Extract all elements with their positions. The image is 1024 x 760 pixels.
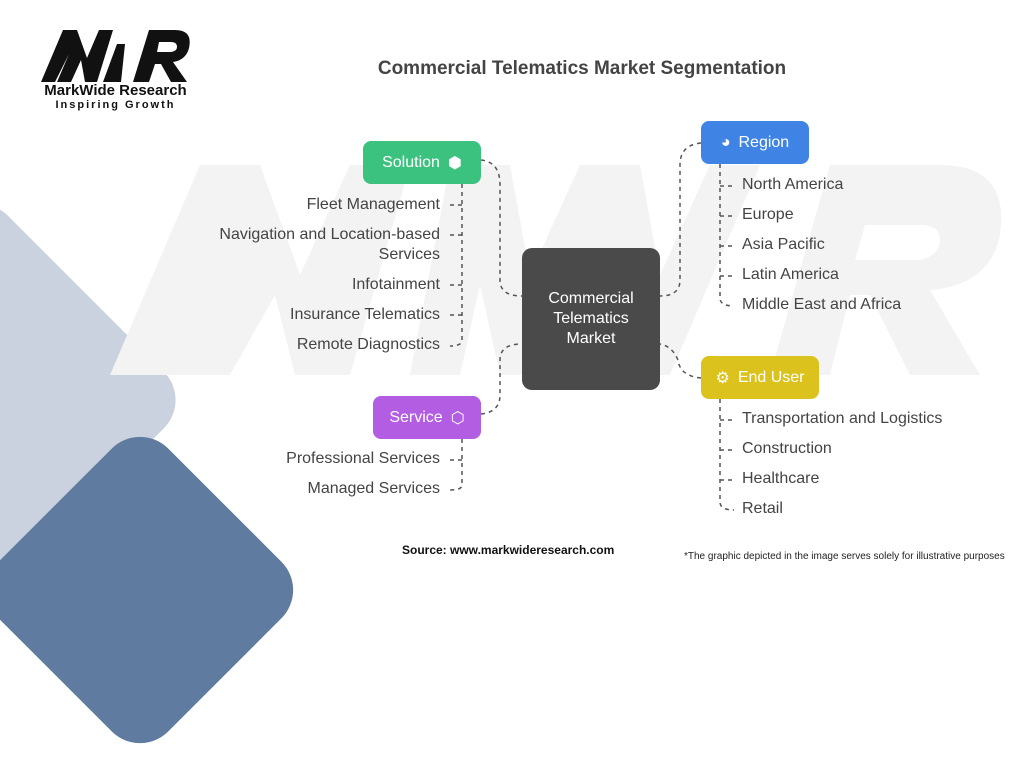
logo-name: MarkWide Research bbox=[44, 82, 187, 99]
logo-mark-graphic bbox=[40, 30, 190, 82]
solution-label: Solution bbox=[382, 153, 440, 171]
region-node: ◕ Region bbox=[701, 121, 809, 164]
box-signal-icon: ⬢ bbox=[447, 154, 462, 172]
solution-node: Solution ⬢ bbox=[363, 141, 481, 184]
enduser-item: Construction bbox=[742, 440, 832, 457]
enduser-node: ⚙ End User bbox=[701, 356, 819, 399]
region-item: Europe bbox=[742, 206, 794, 223]
enduser-item: Retail bbox=[742, 500, 783, 517]
solution-item: Navigation and Location-based Services bbox=[219, 226, 440, 263]
region-item: Asia Pacific bbox=[742, 236, 825, 253]
logo: MarkWide Research Inspiring Growth bbox=[38, 30, 193, 111]
enduser-item: Transportation and Logistics bbox=[742, 410, 943, 427]
connectors bbox=[449, 142, 735, 511]
enduser-label: End User bbox=[737, 368, 805, 386]
globe-icon: ◕ bbox=[720, 133, 731, 151]
solution-item: Infotainment bbox=[351, 276, 440, 293]
region-item: Latin America bbox=[742, 266, 839, 283]
solution-item: Fleet Management bbox=[306, 196, 440, 213]
region-label: Region bbox=[738, 133, 790, 151]
solution-item: Remote Diagnostics bbox=[296, 336, 440, 353]
user-network-icon: ⚙ bbox=[715, 369, 730, 387]
page-title: Commercial Telematics Market Segmentatio… bbox=[377, 58, 787, 79]
source-text: Source: www.markwideresearch.com bbox=[402, 543, 615, 557]
cube-icon: ⬡ bbox=[450, 409, 465, 427]
service-item: Managed Services bbox=[307, 480, 440, 497]
region-item: Middle East and Africa bbox=[742, 296, 902, 313]
service-label: Service bbox=[389, 408, 443, 426]
solution-item: Insurance Telematics bbox=[290, 306, 440, 323]
enduser-item: Healthcare bbox=[742, 470, 820, 487]
center-node: Commercial Telematics Market bbox=[522, 248, 660, 390]
disclaimer: *The graphic depicted in the image serve… bbox=[684, 551, 1005, 562]
region-item: North America bbox=[742, 176, 844, 193]
logo-tagline: Inspiring Growth bbox=[55, 99, 176, 111]
service-item: Professional Services bbox=[286, 450, 440, 467]
service-node: Service ⬡ bbox=[373, 396, 481, 439]
